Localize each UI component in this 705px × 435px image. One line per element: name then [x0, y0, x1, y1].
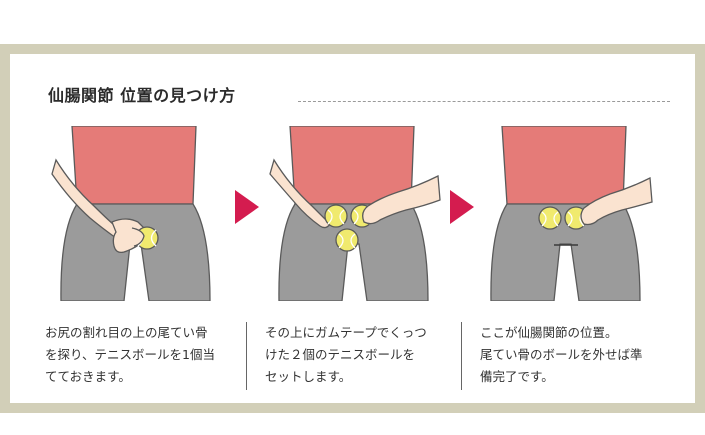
- step-1-caption: お尻の割れ目の上の尾てい骨 を探り、テニスボールを1個当 てておきます。: [45, 322, 215, 388]
- step-1-illustration: [51, 126, 211, 301]
- content-frame: 仙腸関節 位置の見つけ方: [0, 44, 705, 413]
- step-3-caption: ここが仙腸関節の位置。 尾てい骨のボールを外せば準 備完了です。: [480, 322, 643, 388]
- caption-line: ここが仙腸関節の位置。: [480, 325, 618, 340]
- content-panel: 仙腸関節 位置の見つけ方: [10, 54, 695, 403]
- caption-line: けた２個のテニスボールを: [265, 347, 416, 362]
- step-2-caption: その上にガムテープでくっつ けた２個のテニスボールを セットします。: [265, 322, 427, 388]
- page-title: 仙腸関節 位置の見つけ方: [48, 86, 236, 105]
- caption-divider: [461, 322, 462, 390]
- caption-line: お尻の割れ目の上の尾てい骨: [45, 325, 208, 340]
- caption-line: その上にガムテープでくっつ: [265, 325, 427, 340]
- arrow-right-icon: [235, 190, 259, 224]
- caption-divider: [246, 322, 247, 390]
- title-dashed-rule: [298, 101, 670, 102]
- caption-line: セットします。: [265, 369, 352, 384]
- arrow-right-icon: [450, 190, 474, 224]
- caption-line: てておきます。: [45, 369, 131, 384]
- caption-line: を探り、テニスボールを1個当: [45, 347, 215, 362]
- step-2-illustration: [269, 126, 441, 301]
- caption-line: 尾てい骨のボールを外せば準: [480, 347, 643, 362]
- step-3-illustration: [490, 126, 653, 301]
- caption-line: 備完了です。: [480, 369, 554, 384]
